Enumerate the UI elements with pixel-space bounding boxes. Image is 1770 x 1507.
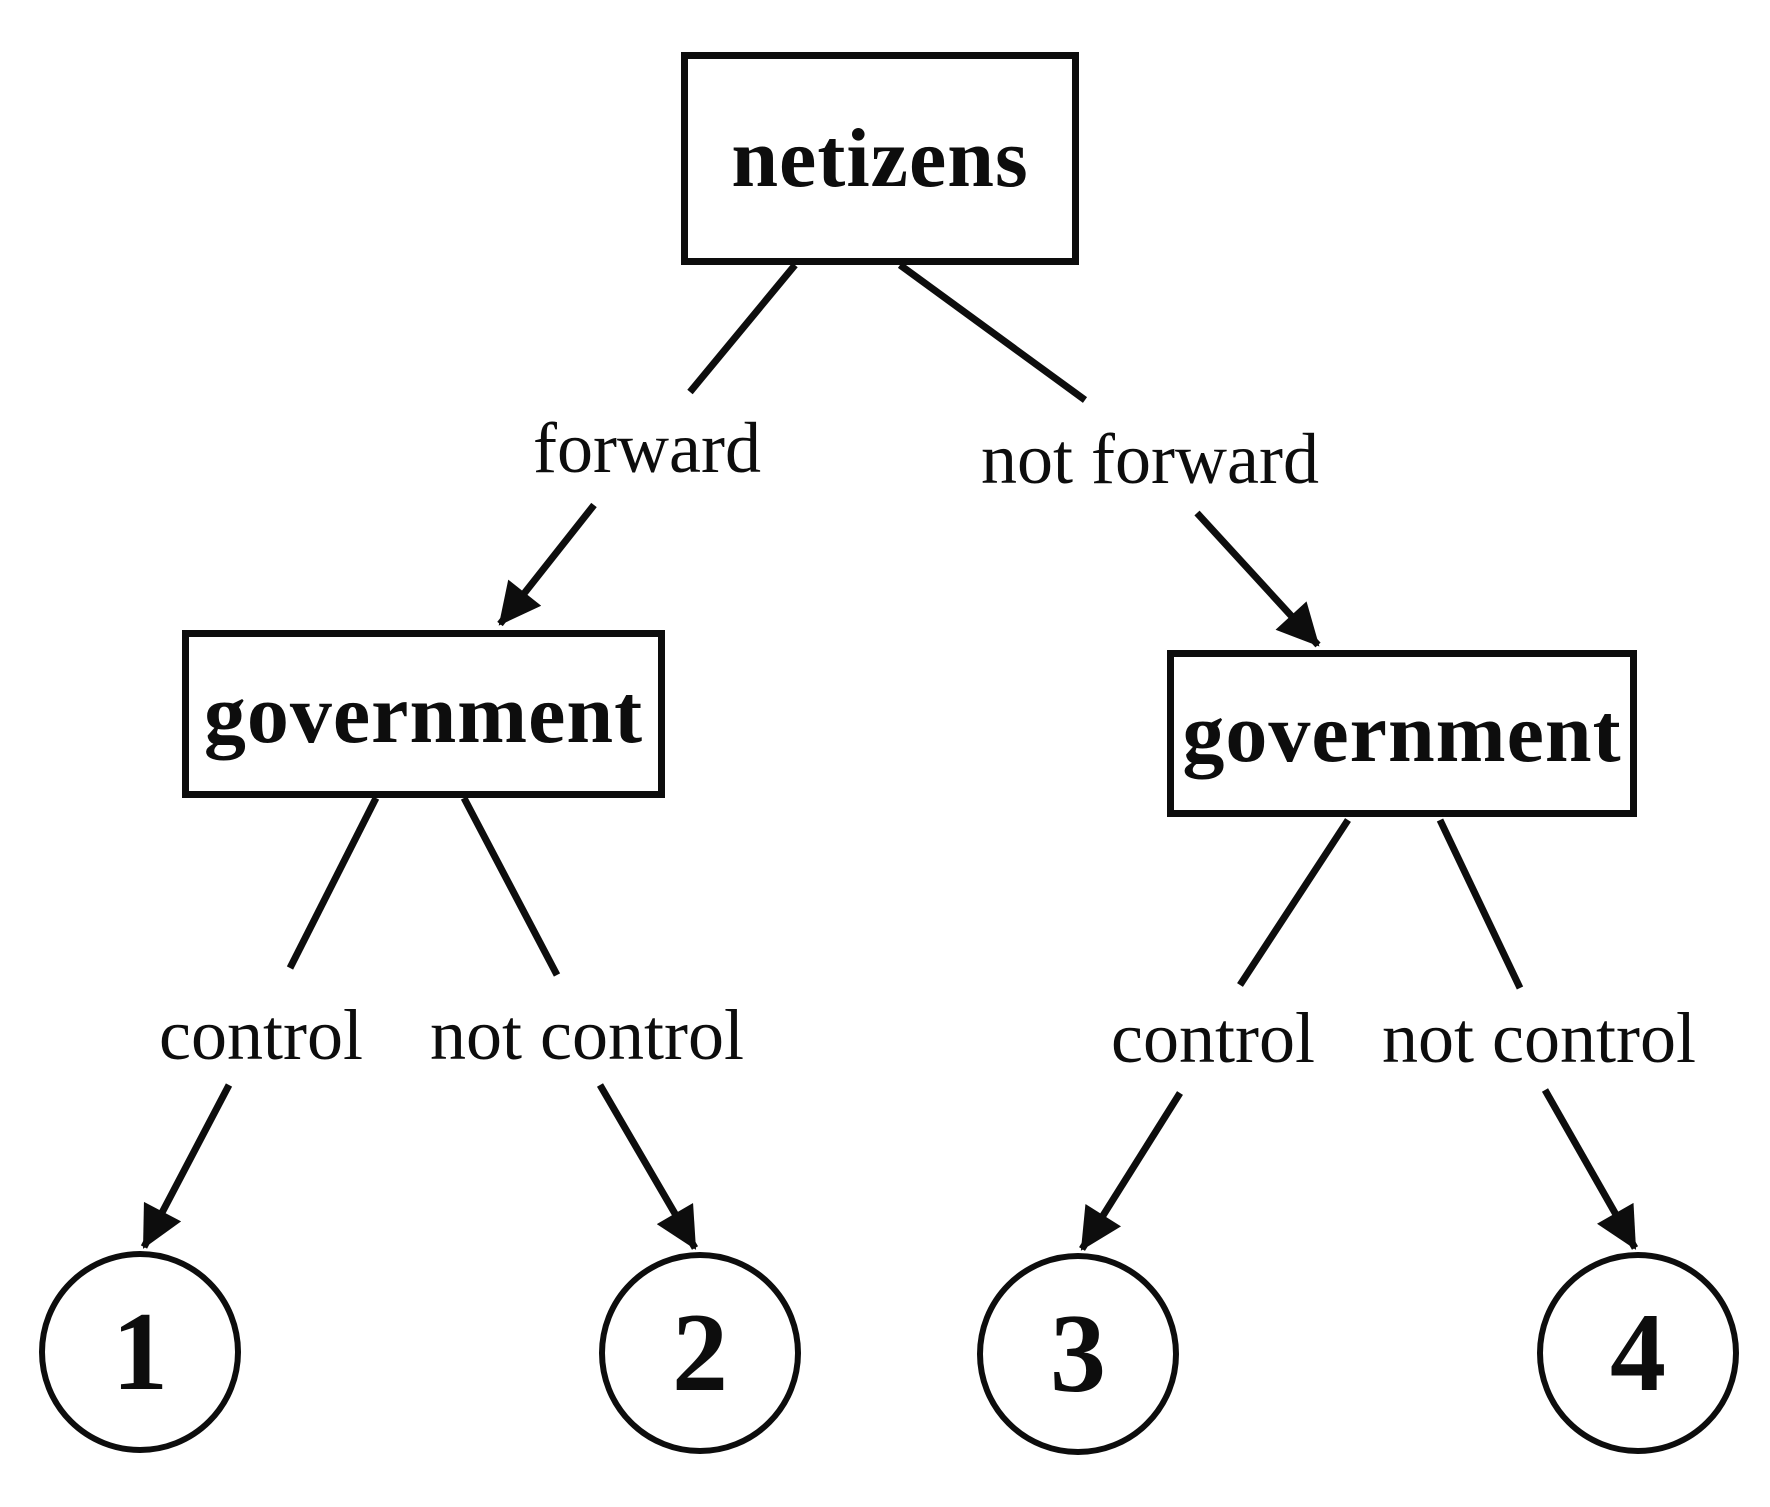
- leaf-node-4: 4: [1537, 1252, 1739, 1454]
- edge-gov-right-to-not-control-label: [1436, 818, 1524, 990]
- edge-gov-left-to-control-label: [286, 796, 380, 970]
- root-node-netizens: netizens: [681, 52, 1079, 265]
- edge-root-to-not-forward-label: [897, 262, 1088, 403]
- leaf-node-2-label: 2: [672, 1290, 728, 1415]
- arrow-not-control-to-leaf-4: [1541, 1088, 1639, 1250]
- leaf-node-4-label: 4: [1610, 1290, 1666, 1415]
- leaf-node-3: 3: [977, 1253, 1179, 1455]
- edge-label-not-control-left: not control: [430, 995, 744, 1075]
- node-government-left-label: government: [203, 667, 644, 761]
- arrow-not-control-to-leaf-2: [596, 1083, 699, 1250]
- leaf-node-2: 2: [599, 1252, 801, 1454]
- node-government-right-label: government: [1182, 687, 1622, 780]
- arrow-control-to-leaf-3: [1079, 1091, 1183, 1251]
- leaf-node-1: 1: [39, 1251, 241, 1453]
- node-government-right: government: [1167, 650, 1637, 817]
- edge-gov-right-to-control-label: [1237, 818, 1351, 987]
- leaf-node-1-label: 1: [112, 1289, 168, 1414]
- edge-label-control-left: control: [159, 995, 363, 1075]
- leaf-node-3-label: 3: [1050, 1291, 1106, 1416]
- edge-root-to-forward-label: [687, 262, 798, 395]
- edge-label-not-control-right: not control: [1382, 998, 1696, 1078]
- arrow-not-forward-to-gov-right: [1194, 510, 1321, 648]
- arrow-control-to-leaf-1: [140, 1083, 233, 1249]
- edge-gov-left-to-not-control-label: [460, 796, 561, 977]
- edge-label-control-right: control: [1111, 998, 1315, 1078]
- node-government-left: government: [182, 630, 665, 798]
- edge-label-forward: forward: [533, 408, 761, 488]
- edge-label-not-forward: not forward: [981, 419, 1319, 499]
- arrow-forward-to-gov-left: [497, 502, 597, 627]
- root-node-label: netizens: [731, 112, 1029, 205]
